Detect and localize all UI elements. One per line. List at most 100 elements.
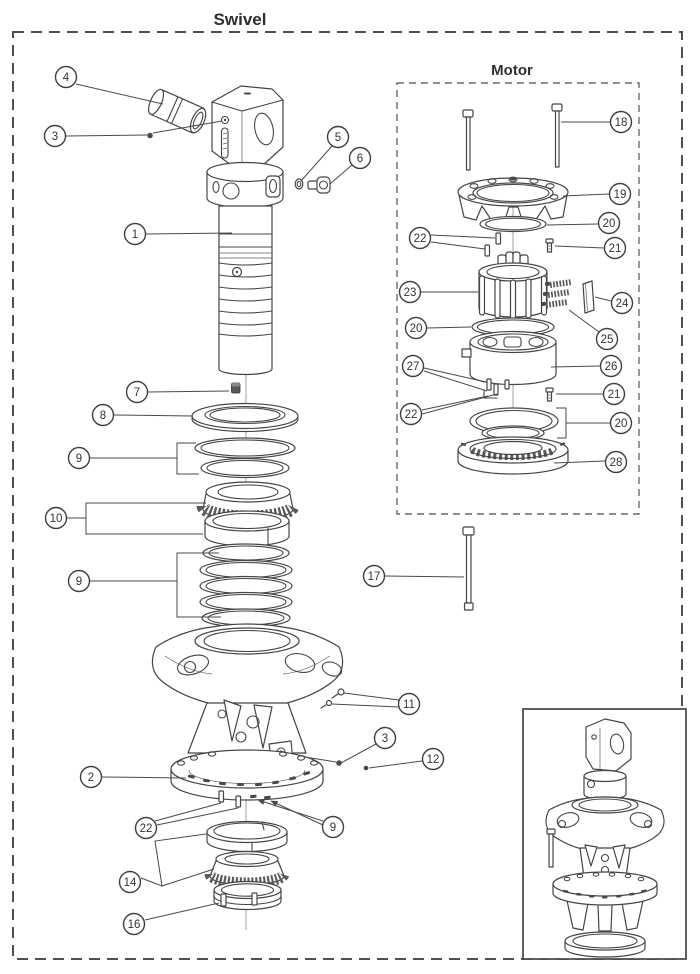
callout-leader	[176, 552, 221, 618]
callout-leader	[147, 390, 230, 393]
callout-4: 4	[54, 65, 164, 105]
callout-balloon	[67, 569, 91, 593]
part-motor-pins-bottom	[483, 378, 510, 399]
callout-22: 22	[399, 393, 498, 426]
motor-section-title: Motor	[491, 62, 533, 79]
callout-balloon	[603, 236, 627, 260]
callout-leader	[550, 365, 601, 368]
callout-9: 9	[67, 442, 199, 475]
callout-9: 9	[257, 799, 345, 839]
callout-leader	[161, 868, 215, 887]
callout-balloon	[43, 124, 67, 148]
callout-leader	[145, 232, 233, 235]
swivel-section-border	[12, 31, 683, 960]
callout-leader	[340, 743, 377, 764]
callout-leader	[65, 134, 148, 137]
part-valve-plate	[582, 280, 595, 314]
callout-balloon	[122, 912, 146, 936]
callout-leader	[423, 370, 488, 392]
callout-leader	[556, 407, 567, 439]
part-head-block	[211, 85, 284, 167]
callout-leader	[384, 575, 465, 578]
callout-number: 20	[615, 418, 628, 430]
part-main-shaft	[218, 205, 273, 376]
callout-balloon	[597, 211, 621, 235]
part-orings-upper	[194, 437, 296, 479]
callout-number: 5	[335, 132, 341, 144]
callout-balloon	[399, 402, 423, 426]
callout-balloon	[54, 65, 78, 89]
callout-leader	[594, 296, 612, 302]
part-motor-bolts	[462, 103, 563, 171]
callout-number: 8	[100, 410, 106, 422]
callout-5: 5	[300, 125, 350, 182]
callout-leader	[144, 902, 220, 921]
callout-balloon	[609, 411, 633, 435]
callout-leader	[176, 442, 199, 475]
callout-balloon	[608, 182, 632, 206]
part-motor-screw-bottom	[545, 387, 554, 402]
callout-leader	[152, 120, 223, 134]
callout-number: 9	[330, 822, 336, 834]
callout-number: 23	[404, 287, 417, 299]
part-lower-pins	[218, 790, 271, 808]
callout-number: 25	[601, 334, 614, 346]
callout-balloon	[362, 564, 386, 588]
callout-21: 21	[554, 236, 627, 260]
part-seal-washer	[191, 402, 299, 433]
motor-section-border	[396, 82, 640, 515]
callout-balloon	[404, 316, 428, 340]
callout-leader	[304, 756, 337, 763]
part-springs	[540, 279, 573, 308]
callout-balloon	[599, 354, 623, 378]
callout-balloon	[610, 291, 634, 315]
callout-leader	[553, 460, 606, 464]
callout-balloon	[123, 222, 147, 246]
part-top-fitting	[148, 88, 207, 134]
callout-leader	[562, 193, 610, 197]
callout-leader	[270, 800, 324, 826]
callout-leader	[568, 309, 600, 333]
callout-balloon	[609, 110, 633, 134]
callout-balloon	[134, 816, 158, 840]
callout-16: 16	[122, 902, 220, 936]
callout-22: 22	[134, 802, 239, 840]
callout-balloon	[326, 125, 350, 149]
callout-11: 11	[331, 692, 421, 716]
callout-leader	[101, 776, 187, 779]
part-upper-bearing-cup	[204, 510, 290, 547]
callout-number: 2	[88, 772, 94, 784]
callout-14: 14	[118, 833, 215, 894]
callout-number: 3	[52, 131, 58, 143]
part-motor-bearing	[457, 436, 569, 475]
callout-leader	[554, 245, 605, 249]
part-lower-bearing-cup	[206, 820, 288, 853]
callout-20: 20	[546, 211, 621, 235]
callout-number: 3	[382, 733, 388, 745]
callout-24: 24	[594, 291, 634, 315]
inset-assembled-view	[522, 708, 687, 960]
callout-leader	[156, 807, 239, 826]
callout-balloon	[595, 327, 619, 351]
part-11-bolts	[320, 688, 345, 709]
callout-leader	[430, 234, 496, 239]
part-6-bolt	[307, 176, 331, 194]
part-rotor	[478, 251, 548, 320]
part-motor-pins-top	[484, 232, 502, 257]
part-locknut	[213, 880, 282, 911]
callout-number: 22	[140, 823, 153, 835]
callout-number: 26	[605, 361, 618, 373]
callout-balloon	[44, 506, 68, 530]
callout-number: 9	[76, 453, 82, 465]
part-5-washer	[294, 178, 304, 190]
part-3-setscrew-lower	[336, 760, 342, 766]
callout-number: 20	[410, 323, 423, 335]
callout-number: 24	[616, 298, 629, 310]
callout-balloon	[79, 765, 103, 789]
callout-number: 19	[614, 189, 627, 201]
callout-balloon	[118, 870, 142, 894]
callout-number: 28	[610, 457, 623, 469]
part-3-setscrew-upper	[147, 132, 153, 139]
callout-1: 1	[123, 222, 233, 246]
